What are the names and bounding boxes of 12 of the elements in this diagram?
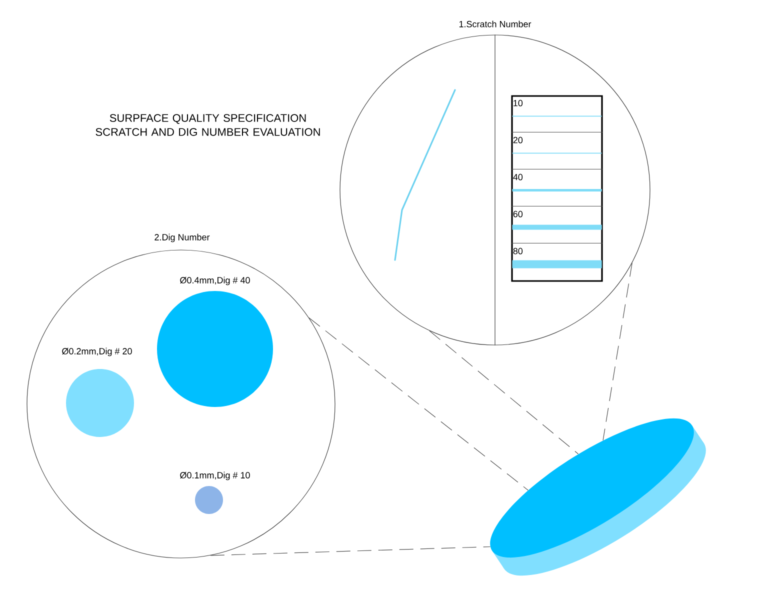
node-label: Ø0.2mm,Dig # 20 <box>62 348 132 356</box>
node-label: 1.Scratch Number <box>459 20 532 28</box>
title: SURPFACE QUALITY SPECIFICATION SCRATCH AND DIG NUMBER EVALUATION <box>96 114 320 136</box>
connector-line <box>602 262 632 441</box>
node-label: Ø0.1mm,Dig # 10 <box>180 472 250 480</box>
node-label: Ø0.4mm,Dig # 40 <box>180 276 250 286</box>
node-label: 2.Dig Number <box>154 234 210 242</box>
scratch-scale-box: 10 20 40 60 80 <box>510 95 604 282</box>
lens-drawing <box>490 418 706 576</box>
connector-line <box>429 330 579 454</box>
connector-line <box>210 546 491 556</box>
connector-line <box>308 317 528 491</box>
